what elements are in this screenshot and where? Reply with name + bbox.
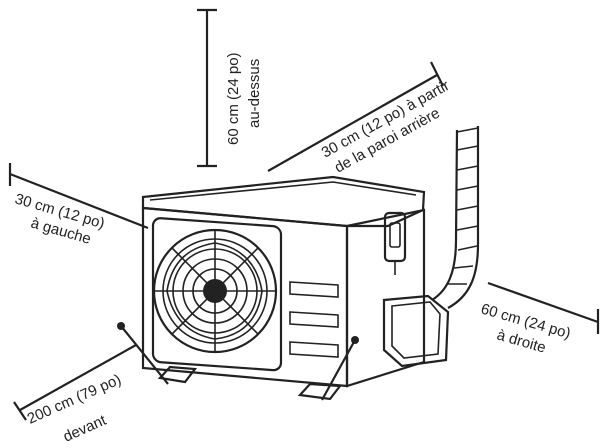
top-distance-text: 60 cm (24 po) <box>225 52 242 145</box>
front-clearance-label: 200 cm (79 po) devant <box>25 371 124 446</box>
back-clearance-dimension <box>267 61 444 172</box>
right-clearance-dimension <box>487 281 600 334</box>
mounting-feet <box>157 365 343 401</box>
refrigerant-pipe <box>431 126 480 309</box>
top-side-text: au-dessus <box>246 59 263 128</box>
top-clearance-label: 60 cm (24 po) au-dessus <box>225 52 263 145</box>
vent-slots <box>289 281 339 358</box>
anchor-bolts <box>117 322 359 401</box>
front-clearance-dimension <box>13 344 137 421</box>
fan-grille <box>151 217 283 372</box>
service-valve <box>383 211 407 275</box>
outdoor-unit <box>117 126 480 401</box>
left-clearance-label: 30 cm (12 po) à gauche <box>13 191 107 248</box>
left-clearance-dimension <box>8 163 149 230</box>
pipe-cover <box>382 294 450 368</box>
front-side-text: devant <box>61 411 110 445</box>
back-clearance-label: 30 cm (12 po) à partir de la paroi arriè… <box>319 77 453 176</box>
top-clearance-dimension <box>197 8 217 168</box>
